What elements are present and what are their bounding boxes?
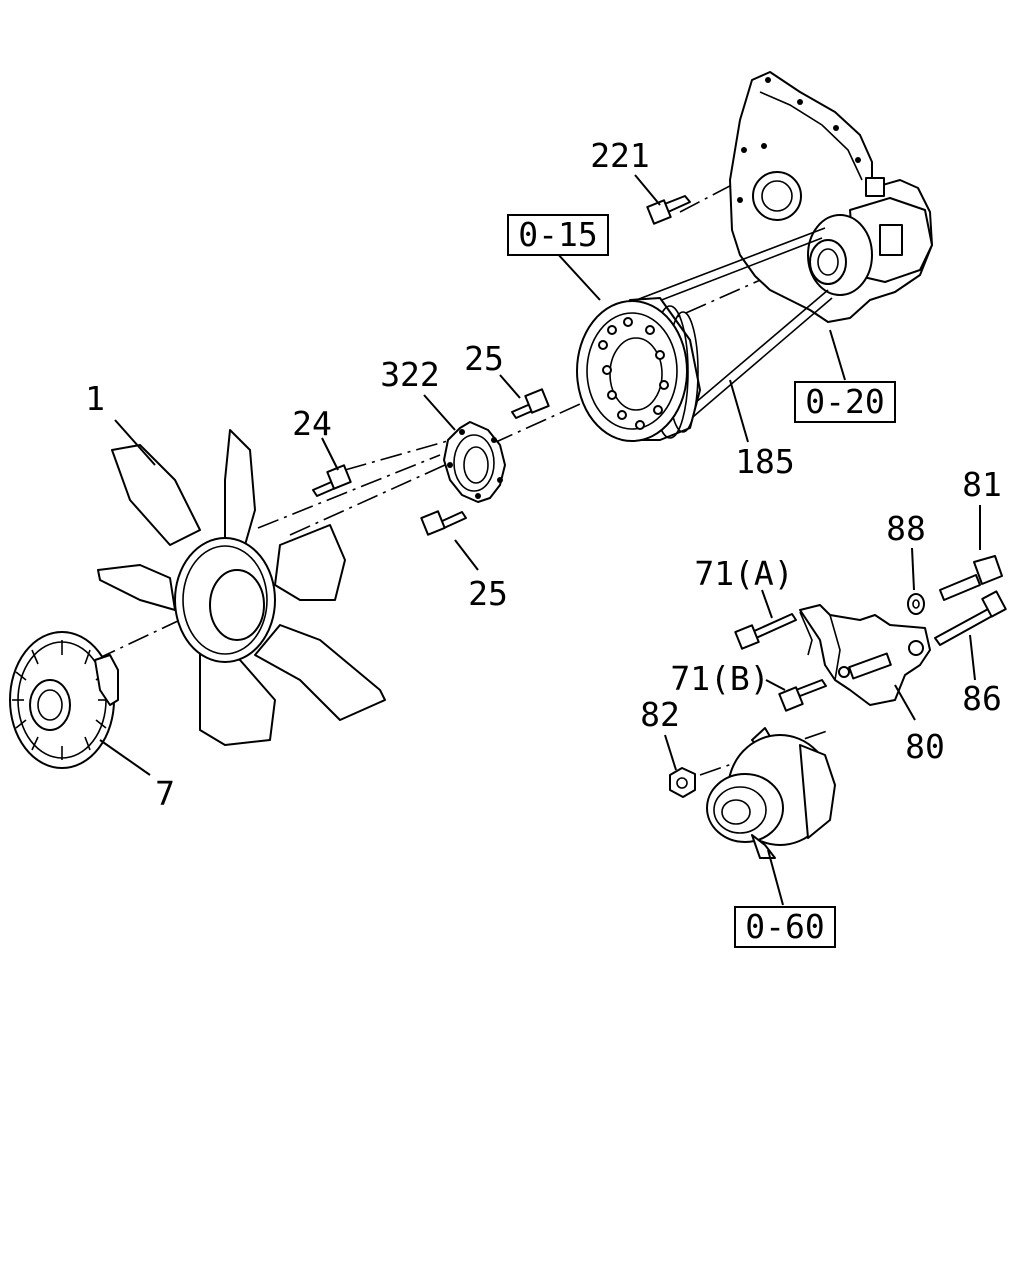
bolt-71b bbox=[778, 679, 827, 712]
part-label-221: 221 bbox=[590, 136, 650, 175]
ref-box-0-15: 0-15 bbox=[507, 214, 609, 256]
crank-pulley bbox=[576, 297, 701, 442]
washer-88 bbox=[907, 593, 925, 615]
part-label-86: 86 bbox=[962, 679, 1002, 718]
part-label-24: 24 bbox=[292, 404, 332, 443]
leader-lines bbox=[99, 174, 981, 906]
alternator-bracket bbox=[799, 604, 931, 706]
part-label-81: 81 bbox=[962, 465, 1002, 504]
bolt-86 bbox=[934, 590, 1007, 646]
part-label-7: 7 bbox=[155, 774, 175, 813]
part-label-25-bottom: 25 bbox=[468, 574, 508, 613]
cooling-fan bbox=[97, 429, 386, 746]
ref-box-0-60: 0-60 bbox=[734, 906, 836, 948]
bolt-25-bottom bbox=[420, 510, 467, 536]
nut-82 bbox=[669, 767, 696, 798]
part-label-71a: 71(A) bbox=[694, 554, 793, 593]
part-label-80: 80 bbox=[905, 727, 945, 766]
part-label-322: 322 bbox=[380, 355, 440, 394]
bolt-71a bbox=[734, 613, 797, 650]
alternator bbox=[706, 727, 836, 859]
part-label-82: 82 bbox=[640, 695, 680, 734]
ref-label-0-60: 0-60 bbox=[745, 907, 824, 946]
bolt-25-top bbox=[511, 388, 550, 419]
fan-spacer bbox=[443, 421, 506, 503]
ref-label-0-15: 0-15 bbox=[518, 215, 597, 254]
bolt-81 bbox=[939, 555, 1003, 601]
part-label-88: 88 bbox=[886, 509, 926, 548]
fan-clutch bbox=[9, 631, 119, 769]
part-label-25-top: 25 bbox=[464, 339, 504, 378]
bolt-221 bbox=[646, 195, 691, 225]
ref-label-0-20: 0-20 bbox=[805, 382, 884, 421]
ref-box-0-20: 0-20 bbox=[794, 381, 896, 423]
part-label-1: 1 bbox=[85, 379, 105, 418]
part-label-185: 185 bbox=[735, 442, 795, 481]
part-label-71b: 71(B) bbox=[670, 659, 769, 698]
timing-gear-case bbox=[729, 71, 933, 323]
bolt-24 bbox=[312, 464, 352, 497]
